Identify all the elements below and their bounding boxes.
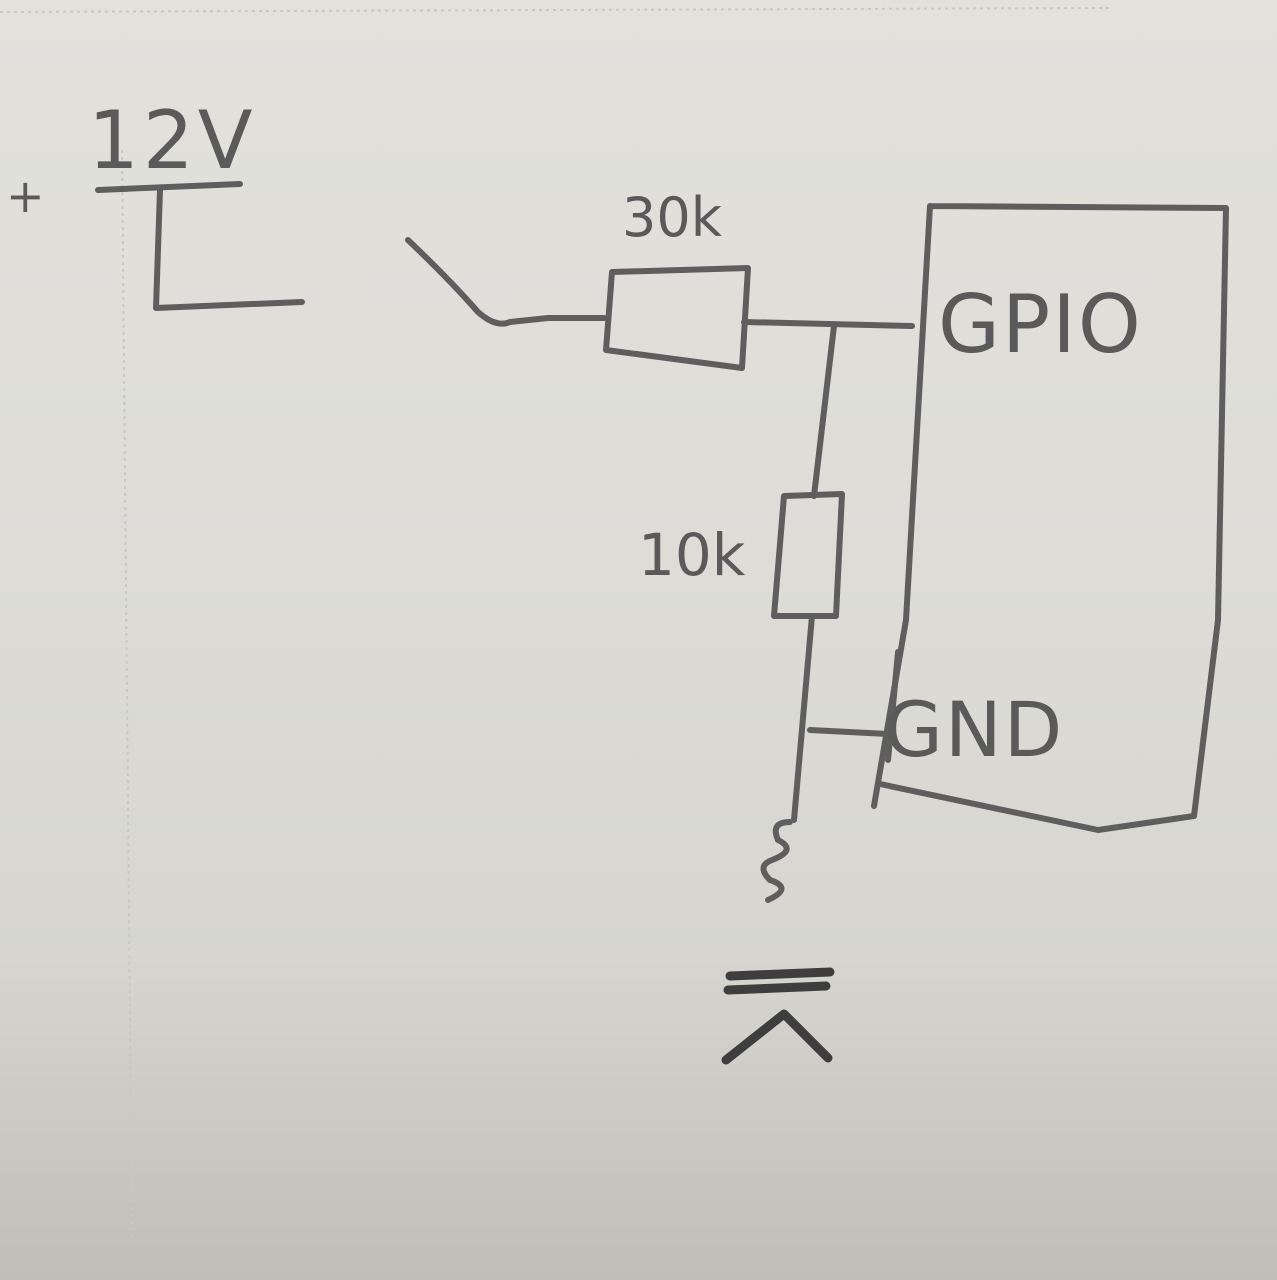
microcontroller-outline bbox=[871, 203, 1229, 833]
gnd-tap-wire bbox=[807, 727, 891, 737]
supply-voltage-label: 12V bbox=[88, 94, 257, 187]
bottom-resistor-label: 10k bbox=[638, 521, 746, 589]
supply-rail-bar bbox=[95, 181, 243, 193]
bottom-resistor-body bbox=[771, 491, 845, 619]
top-resistor-label: 30k bbox=[622, 186, 723, 249]
supply-plus-sign: + bbox=[6, 169, 45, 223]
gnd-pin-label: GND bbox=[884, 685, 1064, 774]
ground-bar-upper bbox=[725, 967, 835, 981]
ground-squiggle bbox=[760, 819, 793, 903]
supply-bracket bbox=[153, 187, 305, 311]
ground-bar-lower bbox=[723, 981, 831, 995]
ground-caret bbox=[721, 1009, 833, 1065]
gpio-pin-label: GPIO bbox=[938, 278, 1143, 371]
page-top-rule bbox=[0, 7, 1111, 13]
gnd-pin-stub bbox=[885, 649, 901, 763]
gpio-wire bbox=[741, 319, 915, 329]
page-margin-rule bbox=[121, 149, 133, 1241]
ground-drop-wire bbox=[791, 613, 815, 823]
top-resistor-body bbox=[603, 265, 751, 371]
input-lead-wire bbox=[405, 237, 607, 327]
divider-junction-wire bbox=[811, 323, 837, 499]
